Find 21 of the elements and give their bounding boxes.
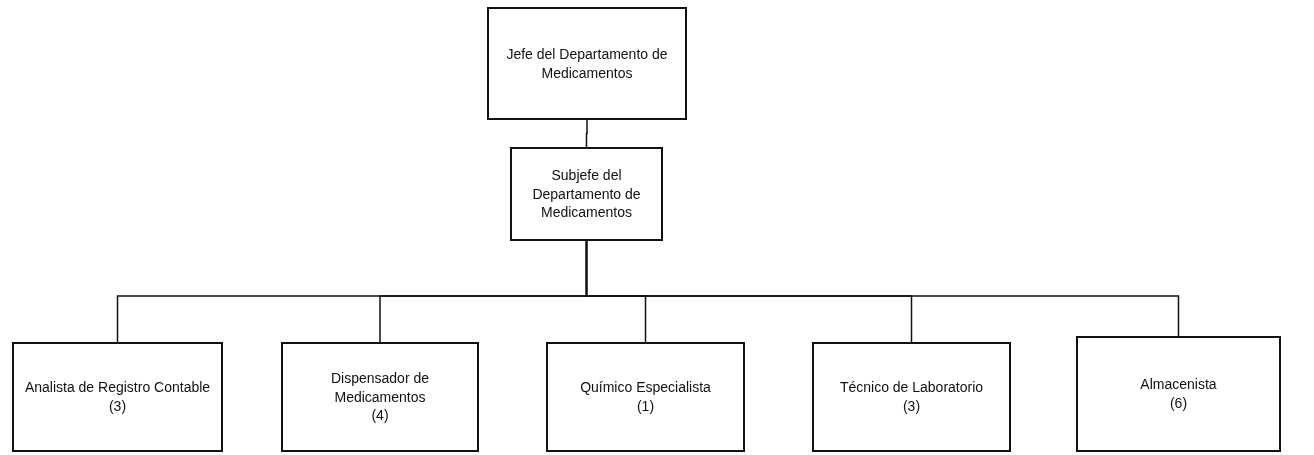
org-box <box>281 342 479 452</box>
org-box <box>812 342 1011 452</box>
role-text: (4) <box>371 406 389 426</box>
connector-line <box>585 240 1180 337</box>
connector-line <box>585 119 588 148</box>
role-text: Jefe del Departamento de Medicamentos <box>505 44 669 83</box>
role-text: Analista de Registro Contable <box>24 378 211 397</box>
role-text: (6) <box>1169 394 1188 413</box>
role-text: (3) <box>902 397 921 416</box>
role-text: Químico Especialista <box>580 378 711 397</box>
org-box <box>487 7 687 120</box>
org-box <box>510 147 663 241</box>
org-box <box>546 342 745 452</box>
role-text: Subjefe del Departamento de Medicamentos <box>531 165 642 223</box>
role-text: (3) <box>108 397 127 416</box>
role-text: Dispensador de Medicamentos <box>329 368 431 407</box>
role-text: Técnico de Laboratorio <box>839 378 984 397</box>
role-text: Almacenista <box>1140 375 1217 394</box>
org-box <box>1076 336 1281 452</box>
role-text: (1) <box>636 397 655 416</box>
org-box <box>12 342 223 452</box>
